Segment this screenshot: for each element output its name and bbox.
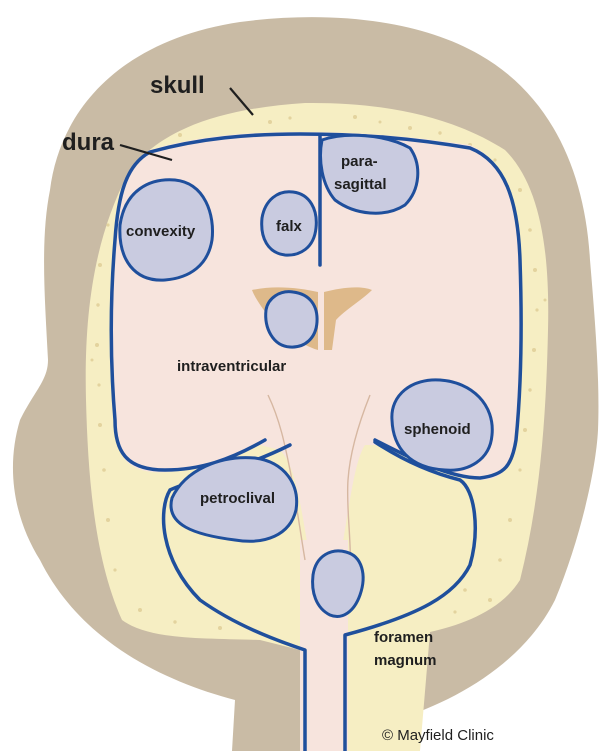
sphenoid-label: sphenoid (404, 421, 471, 438)
convexity-label: convexity (126, 223, 196, 240)
intraventricular-label: intraventricular (177, 358, 286, 375)
parasagittal-label-line2: sagittal (334, 176, 387, 193)
parasagittal-tumor (321, 135, 418, 213)
copyright-notice: © Mayfield Clinic (382, 727, 494, 744)
intraventricular-tumor (266, 292, 317, 347)
skull-label: skull (150, 72, 205, 99)
dura-label: dura (62, 129, 115, 156)
foramen-magnum-label-line1: foramen (374, 629, 433, 646)
parasagittal-label-line1: para- (341, 153, 378, 170)
falx-label: falx (276, 218, 303, 235)
petroclival-label: petroclival (200, 490, 275, 507)
foramen-magnum-label-line2: magnum (374, 652, 437, 669)
foramen-magnum-tumor (313, 551, 364, 617)
